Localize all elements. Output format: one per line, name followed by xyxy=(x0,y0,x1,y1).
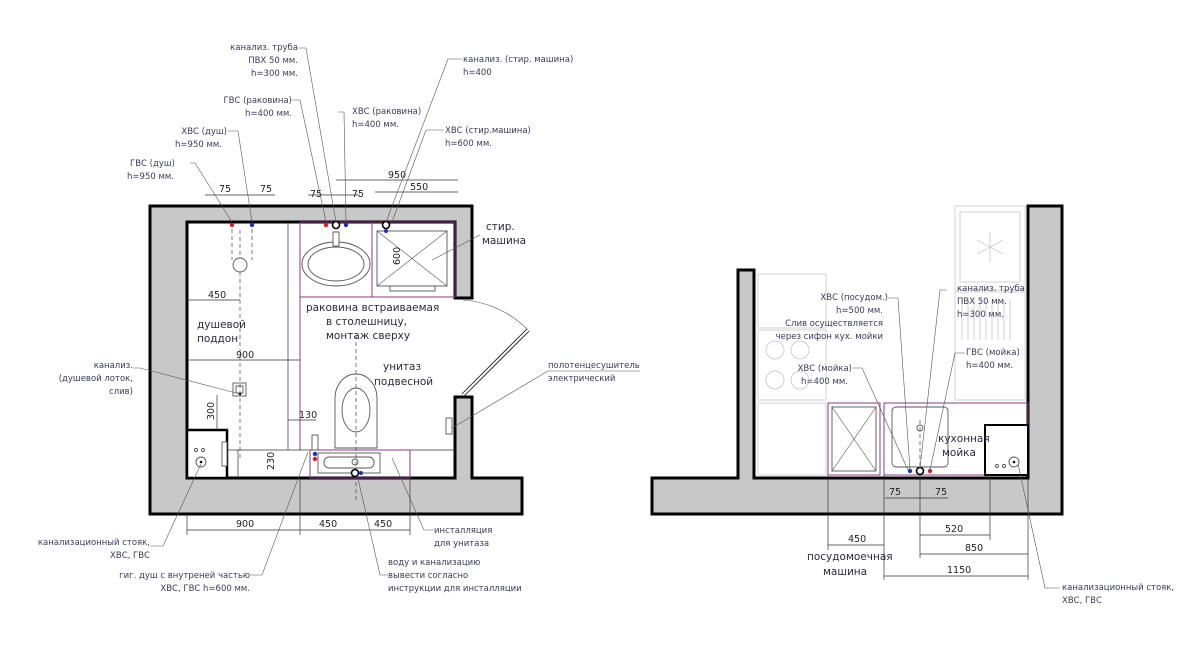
note-drain-pipe-2: ПВХ 50 мм. xyxy=(248,56,298,66)
dim-75: 75 xyxy=(889,487,901,498)
dim-1150: 1150 xyxy=(947,565,971,576)
note-kitchen-drain-pipe-2: ПВХ 50 мм. xyxy=(957,297,1007,307)
note-cold-dishwasher: ХВС (посудом.) xyxy=(820,293,888,303)
riser-box xyxy=(185,428,229,480)
note-cold-shower-2: h=950 мм. xyxy=(175,140,222,150)
note-washer-drain: канализ. (стир. машина) xyxy=(463,55,573,65)
note-hot-sink-2: h=400 мм. xyxy=(245,109,292,119)
note-shower-drain: канализ. xyxy=(94,361,133,371)
note-kitchen-drain-pipe-3: h=300 мм. xyxy=(957,310,1004,320)
dim-900: 900 xyxy=(236,350,254,361)
note-cold-shower: ХВС (душ) xyxy=(181,127,227,137)
kitchen-background-furniture xyxy=(757,205,1026,476)
label-dishwasher: посудомоечная xyxy=(807,551,893,563)
dim-600: 600 xyxy=(392,247,403,265)
label-toilet-2: подвесной xyxy=(374,376,433,388)
note-cold-kitchen-sink-2: h=400 мм. xyxy=(801,377,848,387)
bathroom-plan: 75 75 75 75 950 550 600 450 900 300 130 … xyxy=(38,43,640,594)
note-water-instructions-2: вывести согласно xyxy=(388,571,468,581)
dim-950: 950 xyxy=(388,170,406,181)
label-sink: раковина встраиваемая xyxy=(306,302,439,314)
note-hot-shower: ГВС (душ) xyxy=(130,159,175,169)
note-drain-pipe: канализ. труба xyxy=(230,43,298,53)
note-water-instructions: воду и канализацию xyxy=(388,558,480,568)
label-sink-3: монтаж сверху xyxy=(326,330,410,342)
note-riser-2: ХВС, ГВС xyxy=(110,551,150,561)
note-cold-washer-2: h=600 мм. xyxy=(445,139,492,149)
faucet-icon xyxy=(332,231,340,247)
note-cold-kitchen-sink: ХВС (мойка) xyxy=(798,364,852,374)
dim-520: 520 xyxy=(945,524,963,535)
note-drain-pipe-3: h=300 мм. xyxy=(251,69,298,79)
dim-300: 300 xyxy=(206,402,217,420)
note-hot-sink: ГВС (раковина) xyxy=(223,96,292,106)
dim-450: 450 xyxy=(319,519,337,530)
note-cold-dishwasher-3: Слив осуществляется xyxy=(785,319,883,329)
note-kitchen-riser-2: ХВС, ГВС xyxy=(1062,596,1102,606)
dim-75: 75 xyxy=(310,189,322,200)
dishwasher-icon xyxy=(827,402,881,476)
label-kitchen-sink-2: мойка xyxy=(942,447,976,459)
door-swing xyxy=(462,299,529,331)
note-kitchen-riser: канализационный стояк, xyxy=(1062,583,1174,593)
note-hygienic-shower: гиг. душ с внутреней частью xyxy=(119,571,250,581)
label-shower-tray: душевой xyxy=(197,319,246,331)
note-hygienic-shower-2: ХВС, ГВС h=600 мм. xyxy=(160,584,250,594)
dim-550: 550 xyxy=(410,182,428,193)
label-washer: стир. xyxy=(486,221,515,233)
dim-75: 75 xyxy=(935,487,947,498)
note-kitchen-drain-pipe: канализ. труба xyxy=(957,284,1025,294)
kitchen-plan: 75 75 450 520 850 1150 кухонная мойка по… xyxy=(650,204,1174,606)
hygienic-shower-icon xyxy=(311,434,319,451)
note-installation: инсталляция xyxy=(434,526,492,536)
label-dishwasher-2: машина xyxy=(823,566,867,578)
bathroom-walls xyxy=(148,204,524,516)
note-cold-sink-2: h=400 мм. xyxy=(352,120,399,130)
note-washer-drain-2: h=400 xyxy=(463,68,492,78)
label-washer-2: машина xyxy=(482,235,526,247)
dim-230: 230 xyxy=(266,452,277,470)
note-hot-kitchen-sink: ГВС (мойка) xyxy=(966,348,1020,358)
kitchen-walls xyxy=(650,204,1064,516)
dim-450: 450 xyxy=(848,534,866,545)
note-shower-drain-3: слив) xyxy=(109,387,133,397)
note-towel-dryer: полотенцесушитель xyxy=(548,361,640,371)
dim-75: 75 xyxy=(260,184,272,195)
note-shower-drain-2: (душевой лоток, xyxy=(59,374,133,384)
note-towel-dryer-2: электрический xyxy=(548,374,615,384)
note-cold-washer: ХВС (стир.машина) xyxy=(445,126,531,136)
label-shower-tray-2: поддон xyxy=(197,333,238,345)
note-water-instructions-3: инструкции для инсталляции xyxy=(388,584,522,594)
note-hot-kitchen-sink-2: h=400 мм. xyxy=(966,361,1013,371)
dim-130: 130 xyxy=(299,410,317,421)
dim-75: 75 xyxy=(352,189,364,200)
note-cold-sink: ХВС (раковина) xyxy=(352,107,421,117)
label-toilet: унитаз xyxy=(383,361,421,373)
note-cold-dishwasher-4: через сифон кух. мойки xyxy=(776,332,883,342)
dim-900: 900 xyxy=(236,519,254,530)
dim-450: 450 xyxy=(208,290,226,301)
dim-850: 850 xyxy=(965,543,983,554)
dim-75: 75 xyxy=(219,184,231,195)
towel-dryer-icon xyxy=(445,417,453,435)
label-kitchen-sink: кухонная xyxy=(938,433,990,445)
dim-450: 450 xyxy=(374,519,392,530)
note-cold-dishwasher-2: h=500 мм. xyxy=(836,306,883,316)
shower-head-icon xyxy=(232,257,248,273)
note-installation-2: для унитаза xyxy=(434,539,489,549)
label-sink-2: в столешницу, xyxy=(326,316,407,328)
note-hot-shower-2: h=950 мм. xyxy=(127,172,174,182)
note-riser: канализационный стояк, xyxy=(38,538,150,548)
